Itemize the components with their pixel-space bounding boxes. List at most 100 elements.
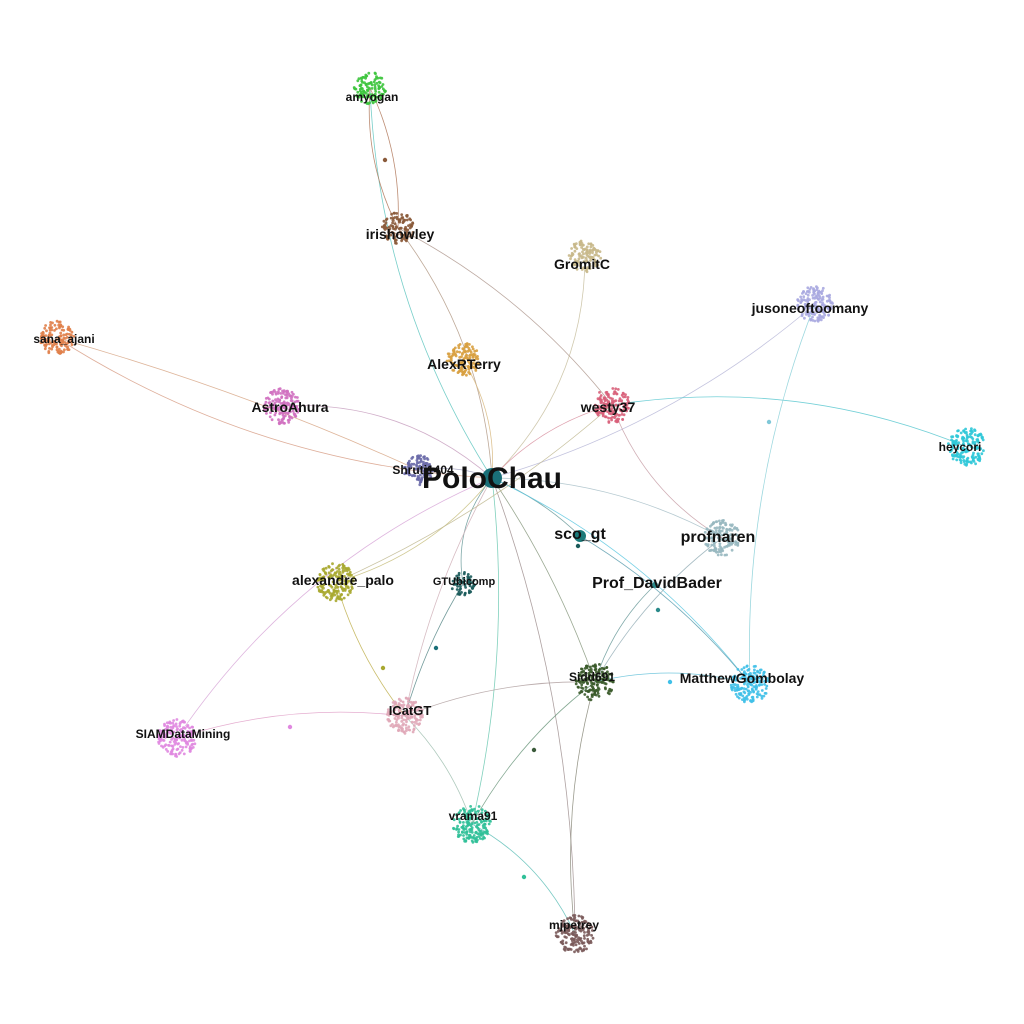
follower-dot-vrama91-77 <box>483 809 487 813</box>
follower-dot-GTUbicomp-57 <box>468 589 471 592</box>
follower-dot-MatthewGombolay-99 <box>762 671 766 675</box>
follower-dot-mjpetrey-141 <box>575 926 579 929</box>
node-cluster-ICatGT[interactable] <box>386 696 424 735</box>
follower-dot-MatthewGombolay-26 <box>760 677 764 681</box>
follower-dot-alexandre_palo-158 <box>324 590 328 594</box>
follower-dot-SIAMDataMining-7 <box>175 725 178 728</box>
follower-dot-vrama91-160 <box>486 813 489 817</box>
follower-dot-AlexRTerry-23 <box>475 349 479 352</box>
follower-dot-heycori-155 <box>966 456 970 460</box>
follower-dot-jusoneoftoomany-127 <box>827 294 830 298</box>
follower-dot-westy37-51 <box>620 413 624 416</box>
follower-dot-AlexRTerry-17 <box>455 350 459 354</box>
follower-dot-irishowley-77 <box>409 235 412 238</box>
follower-dot-ICatGT-16 <box>392 713 396 717</box>
node-cluster-jusoneoftoomany[interactable] <box>796 285 834 323</box>
node-cluster-MatthewGombolay[interactable] <box>729 664 770 704</box>
follower-dot-AstroAhura-64 <box>274 390 277 394</box>
follower-dot-alexandre_palo-116 <box>322 586 325 590</box>
follower-dot-profnaren-69 <box>734 533 738 536</box>
node-cluster-profnaren[interactable] <box>702 519 740 557</box>
follower-dot-AlexRTerry-96 <box>467 365 471 369</box>
follower-dot-jusoneoftoomany-117 <box>803 316 806 320</box>
follower-dot-ICatGT-82 <box>402 718 406 722</box>
follower-dot-alexandre_palo-79 <box>324 572 328 576</box>
node-cluster-AlexRTerry[interactable] <box>445 342 481 377</box>
follower-dot-profnaren-89 <box>731 533 735 537</box>
follower-dot-Sidd691-46 <box>591 675 594 679</box>
follower-dot-mjpetrey-79 <box>577 942 581 945</box>
node-cluster-AstroAhura[interactable] <box>263 387 301 426</box>
follower-dot-mjpetrey-107 <box>562 947 566 951</box>
node-cluster-Sidd691[interactable] <box>574 663 615 702</box>
follower-dot-SIAMDataMining-151 <box>158 733 162 737</box>
follower-dot-irishowley-102 <box>398 220 402 224</box>
follower-dot-jusoneoftoomany-144 <box>805 310 808 314</box>
node-cluster-SIAMDataMining[interactable] <box>157 718 197 758</box>
follower-dot-Sidd691-147 <box>596 679 600 682</box>
follower-dot-mjpetrey-89 <box>583 937 586 940</box>
node-sco_gt[interactable] <box>574 530 586 542</box>
follower-dot-alexandre_palo-64 <box>348 591 352 594</box>
follower-dot-Sidd691-159 <box>592 687 595 690</box>
node-cluster-irishowley[interactable] <box>380 211 415 245</box>
node-cluster-vrama91[interactable] <box>452 805 492 844</box>
follower-dot-AstroAhura-96 <box>290 390 294 394</box>
follower-dot-SIAMDataMining-139 <box>166 725 170 728</box>
follower-dot-vrama91-147 <box>478 829 482 833</box>
follower-dot-MatthewGombolay-23 <box>757 683 761 687</box>
follower-dot-jusoneoftoomany-120 <box>800 312 804 316</box>
follower-dot-mjpetrey-143 <box>582 927 585 930</box>
node-cluster-westy37[interactable] <box>593 387 630 424</box>
follower-dot-AlexRTerry-83 <box>457 344 460 347</box>
follower-dot-SIAMDataMining-143 <box>157 737 161 741</box>
follower-dot-Sidd691-137 <box>610 688 613 692</box>
node-hub-PoloChau[interactable] <box>482 468 502 488</box>
follower-dot-MatthewGombolay-33 <box>755 695 759 699</box>
follower-dot-heycori-157 <box>969 445 973 449</box>
follower-dot-MatthewGombolay-158 <box>764 687 768 690</box>
follower-dot-ICatGT-139 <box>416 708 420 712</box>
follower-dot-jusoneoftoomany-86 <box>806 293 810 297</box>
follower-dot-sana_ajani-61 <box>60 344 63 348</box>
follower-dot-SIAMDataMining-152 <box>172 719 176 722</box>
follower-dot-MatthewGombolay-89 <box>744 672 748 676</box>
follower-dot-AstroAhura-131 <box>267 401 271 405</box>
node-cluster-heycori[interactable] <box>947 427 985 467</box>
node-cluster-alexandre_palo[interactable] <box>316 562 356 603</box>
follower-dot-ICatGT-58 <box>415 722 419 725</box>
node-cluster-amyogan[interactable] <box>352 71 387 106</box>
follower-dot-GromitC-112 <box>571 252 575 256</box>
node-label-ICatGT: ICatGT <box>389 703 432 718</box>
follower-dot-MatthewGombolay-68 <box>750 674 753 678</box>
follower-dot-profnaren-59 <box>723 532 726 536</box>
follower-dot-jusoneoftoomany-135 <box>803 305 807 309</box>
follower-dot-ICatGT-26 <box>408 712 412 716</box>
follower-dot-amyogan-111 <box>361 87 364 90</box>
node-cluster-mjpetrey[interactable] <box>554 914 595 954</box>
follower-dot-sana_ajani-110 <box>41 334 45 338</box>
node-cluster-sana_ajani[interactable] <box>39 319 76 355</box>
follower-dot-jusoneoftoomany-96 <box>811 296 815 300</box>
follower-dot-AstroAhura-144 <box>278 420 282 424</box>
node-cluster-GromitC[interactable] <box>567 239 603 274</box>
node-Prof_DavidBader[interactable] <box>652 582 658 588</box>
follower-dot-Sidd691-142 <box>595 674 599 677</box>
follower-dot-heycori-131 <box>948 450 952 453</box>
follower-dot-GromitC-98 <box>596 249 600 253</box>
follower-dot-AlexRTerry-64 <box>468 353 472 357</box>
follower-dot-SIAMDataMining-58 <box>159 735 162 739</box>
follower-dot-heycori-126 <box>962 429 966 433</box>
follower-dot-Shruti1404-87 <box>418 456 421 460</box>
node-cluster-Shruti1404[interactable] <box>402 454 434 487</box>
follower-dot-jusoneoftoomany-72 <box>804 292 808 295</box>
follower-dot-amyogan-82 <box>364 73 368 77</box>
node-label-profnaren: profnaren <box>681 529 756 546</box>
follower-dot-SIAMDataMining-9 <box>190 725 194 729</box>
follower-dot-westy37-103 <box>607 395 610 399</box>
node-label-heycori: heycori <box>939 440 982 454</box>
follower-dot-GromitC-105 <box>578 261 582 265</box>
follower-dot-jusoneoftoomany-13 <box>807 314 811 318</box>
follower-dot-GromitC-92 <box>593 262 596 265</box>
node-cluster-GTUbicomp[interactable] <box>450 571 477 597</box>
